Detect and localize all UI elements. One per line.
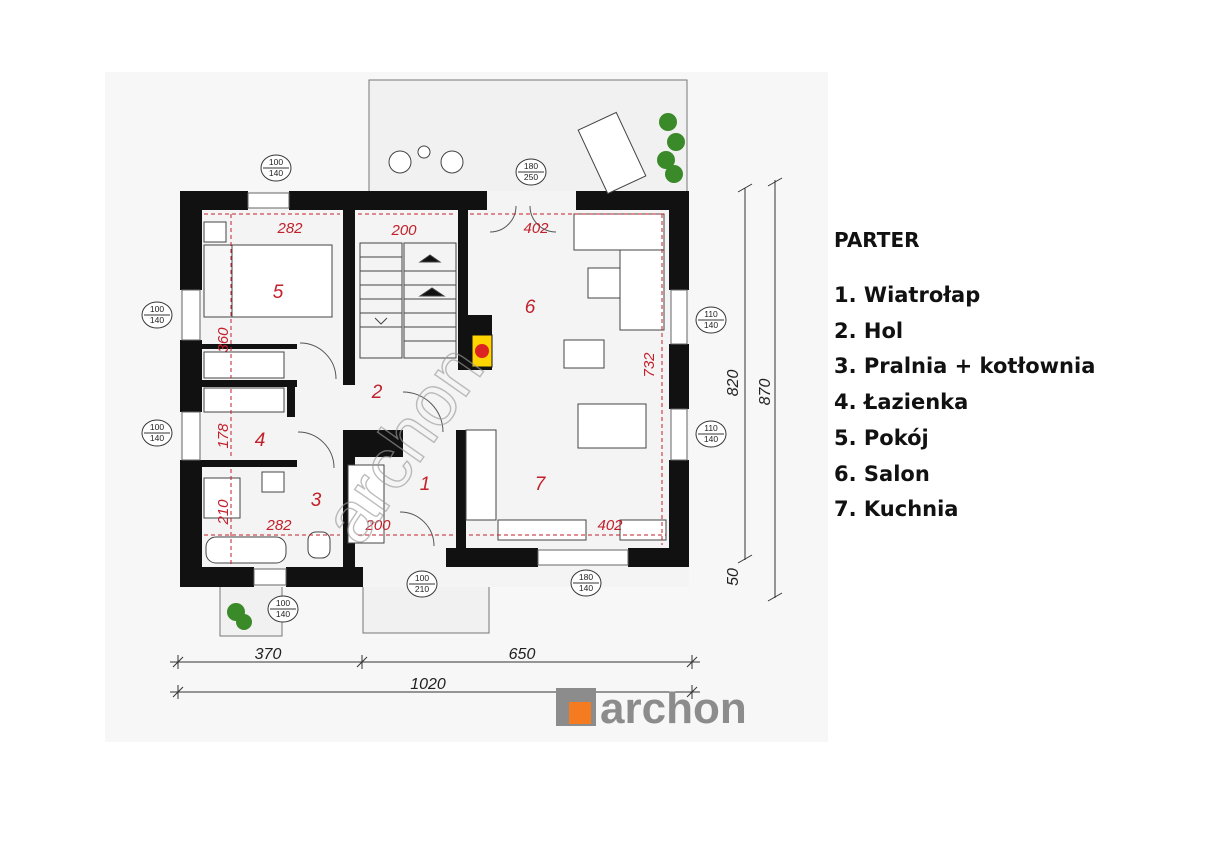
room-number-7: 7 <box>535 474 547 495</box>
room-number-5: 5 <box>273 282 284 303</box>
legend-item: 1. Wiatrołap <box>834 283 981 307</box>
dim-left-part: 370 <box>255 646 282 663</box>
svg-text:100: 100 <box>269 157 283 167</box>
window-label-bottom-right: 180 140 <box>570 569 602 597</box>
window-label-right-1: 110 140 <box>695 306 727 334</box>
legend-item: 6. Salon <box>834 461 930 486</box>
dim-right-part: 650 <box>509 646 536 663</box>
furniture <box>203 111 667 564</box>
interior-dimension-lines <box>204 213 666 565</box>
room-number-4: 4 <box>255 430 266 451</box>
outer-walls <box>180 191 689 587</box>
svg-text:140: 140 <box>704 320 718 330</box>
svg-text:110: 110 <box>704 423 718 433</box>
window-label-top-left: 100 140 <box>260 154 292 182</box>
window-label-left-2: 100 140 <box>141 419 173 447</box>
plants <box>227 113 685 630</box>
window-label-left-1: 100 140 <box>141 301 173 329</box>
svg-text:140: 140 <box>150 315 164 325</box>
window-label-terrace-door: 180 250 <box>515 158 547 186</box>
window-glazing <box>181 192 688 586</box>
dim-room6-width: 402 <box>523 220 549 237</box>
room-legend: PARTER 1. Wiatrołap 2. Hol 3. Pralnia + … <box>834 226 1204 528</box>
legend-list: 1. Wiatrołap 2. Hol 3. Pralnia + kotłown… <box>834 278 1204 528</box>
dim-room67-height: 732 <box>641 352 658 378</box>
overall-dimension-lines <box>170 177 783 699</box>
dim-room3-height: 210 <box>215 499 232 526</box>
legend-item: 2. Hol <box>834 318 904 343</box>
legend-title: PARTER <box>834 228 920 252</box>
svg-text:140: 140 <box>269 168 283 178</box>
dim-room5-width: 282 <box>276 220 303 237</box>
svg-text:100: 100 <box>150 304 164 314</box>
archon-logo: archon <box>556 684 747 733</box>
window-label-right-2: 110 140 <box>695 420 727 448</box>
svg-text:100: 100 <box>150 422 164 432</box>
legend-item: 5. Pokój <box>834 425 929 450</box>
svg-text:140: 140 <box>579 583 593 593</box>
room-number-2: 2 <box>371 382 383 403</box>
svg-text:100: 100 <box>276 598 290 608</box>
dim-total-width: 1020 <box>410 676 446 693</box>
dim-room3-width: 282 <box>265 517 292 534</box>
svg-text:210: 210 <box>415 584 429 594</box>
legend-item: 3. Pralnia + kotłownia <box>834 354 1096 379</box>
dim-room5-height: 360 <box>215 327 232 353</box>
dim-room1-width: 200 <box>364 517 391 534</box>
fireplace-flame-icon <box>475 344 489 358</box>
svg-text:100: 100 <box>415 573 429 583</box>
svg-text:110: 110 <box>704 309 718 319</box>
dim-height-total: 870 <box>757 379 774 406</box>
svg-text:140: 140 <box>276 609 290 619</box>
svg-text:140: 140 <box>704 434 718 444</box>
svg-text:250: 250 <box>524 172 538 182</box>
room-number-3: 3 <box>311 490 322 511</box>
legend-item: 7. Kuchnia <box>834 497 959 522</box>
window-label-entry-door: 100 210 <box>406 570 438 598</box>
legend-item: 4. Łazienka <box>834 390 969 415</box>
staircase <box>359 242 457 359</box>
dim-stairs-width: 200 <box>390 222 417 239</box>
svg-text:180: 180 <box>579 572 593 582</box>
door-swings <box>297 205 557 547</box>
svg-text:180: 180 <box>524 161 538 171</box>
room-number-6: 6 <box>525 297 536 318</box>
window-label-bottom-left: 100 140 <box>267 595 299 623</box>
logo-text: archon <box>600 684 747 733</box>
dim-room4-height: 178 <box>215 423 232 449</box>
svg-text:140: 140 <box>150 433 164 443</box>
dim-room7-width: 402 <box>597 517 623 534</box>
room-number-1: 1 <box>420 474 431 495</box>
dim-height-inner: 820 <box>725 370 742 397</box>
dim-height-porch: 50 <box>725 568 742 586</box>
